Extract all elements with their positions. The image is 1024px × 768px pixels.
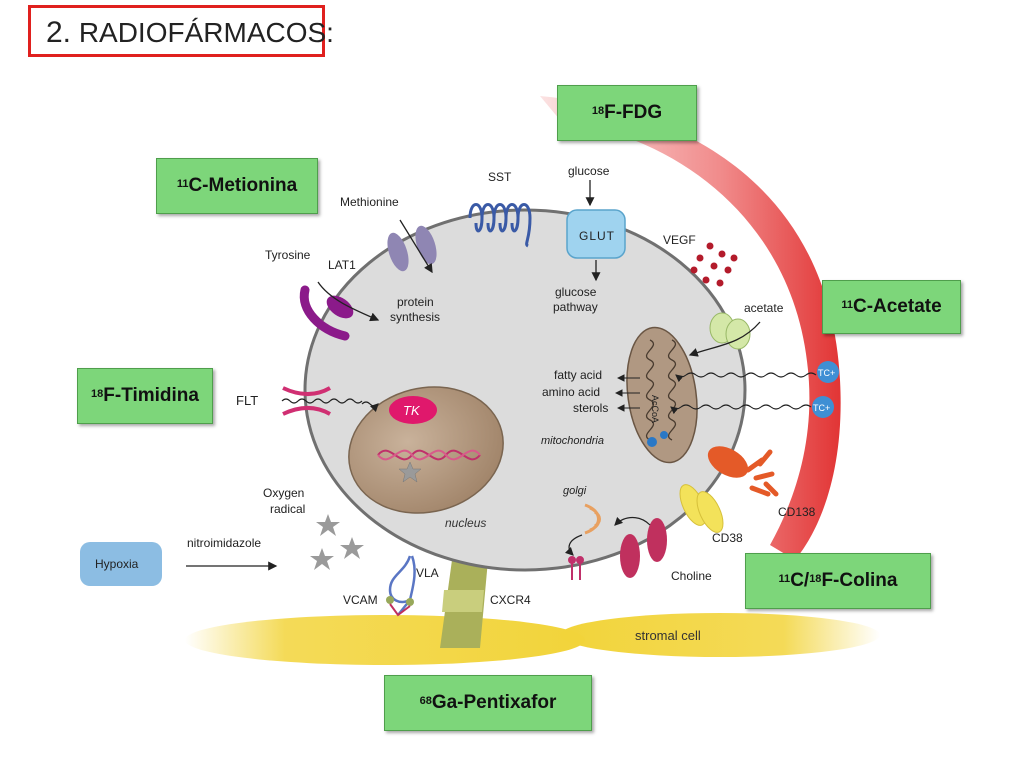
- methionine-transporter-1: [387, 232, 409, 272]
- fatty-acid-label: fatty acid: [554, 368, 602, 382]
- star-icon: [398, 461, 422, 483]
- golgi: [584, 503, 601, 535]
- vegf-dots: [690, 242, 738, 287]
- glucose-pathway-label-2: pathway: [553, 300, 598, 314]
- mitochondria-label: mitochondria: [541, 435, 604, 447]
- title-box: 2. RADIOFÁRMACOS:: [28, 5, 334, 57]
- cxcr4-label: CXCR4: [490, 593, 531, 607]
- colina-isotope-1: 11: [778, 573, 791, 585]
- stromal-cell-left: [185, 615, 585, 665]
- cd38-label: CD38: [712, 531, 743, 545]
- choline-transporter-1: [620, 534, 640, 578]
- membrane-lipids: [568, 556, 584, 580]
- lat1-transporter: [299, 285, 350, 341]
- acetate-isotope: 11: [841, 299, 853, 311]
- oxygen-radical-label-1: Oxygen: [263, 486, 304, 500]
- cd138-receptor: [707, 446, 749, 478]
- golgi-label: golgi: [563, 485, 587, 497]
- colina-name: F-Colina: [821, 570, 898, 591]
- acetate-name: C-Acetate: [852, 296, 942, 317]
- stromal-cell-right: [560, 613, 880, 657]
- choline-label: Choline: [671, 569, 712, 583]
- pentixafor-name: Ga-Pentixafor: [431, 692, 557, 713]
- tc-circle-1: [817, 361, 839, 383]
- nucleus-label: nucleus: [445, 516, 486, 530]
- vla-label: VLA: [416, 566, 439, 580]
- tyrosine-label: Tyrosine: [265, 248, 311, 262]
- flt-arrow: [281, 398, 363, 404]
- star-icon: [316, 514, 340, 536]
- pentixafor-isotope: 68: [419, 695, 432, 707]
- protein-synthesis-label-1: protein: [397, 295, 434, 309]
- tk-enzyme: [389, 396, 437, 424]
- metionina-name: C-Metionina: [188, 175, 298, 196]
- timidina-isotope: 18: [91, 388, 104, 400]
- glut-transporter: [566, 209, 626, 259]
- hypoxia-label: Hypoxia: [95, 557, 139, 571]
- methionine-label: Methionine: [340, 195, 399, 209]
- lat1-label: LAT1: [328, 258, 356, 272]
- star-icon: [310, 548, 334, 570]
- slide-title: 2. RADIOFÁRMACOS:: [46, 16, 334, 50]
- cd138-label: CD138: [778, 505, 816, 519]
- flt-label: FLT: [236, 393, 258, 408]
- nitroimidazole-label: nitroimidazole: [187, 536, 261, 550]
- sterols-label: sterols: [573, 401, 608, 415]
- cd38-receptor: [679, 484, 724, 533]
- title-number: 2.: [46, 16, 72, 49]
- fdg-isotope: 18: [591, 105, 605, 117]
- hypoxia-box: [80, 542, 162, 586]
- choline-transporter-2: [647, 518, 667, 562]
- acoa-label: AcCoA: [650, 395, 660, 423]
- tc2-label: TC+: [813, 403, 830, 413]
- vla-vcam-linker: [388, 555, 412, 616]
- star-icon: [340, 537, 364, 559]
- tc1-label: TC+: [818, 368, 835, 378]
- amino-acid-label: amino acid: [542, 385, 600, 399]
- fdg-name: F-FDG: [604, 102, 663, 123]
- colina-mid: C/: [790, 570, 810, 591]
- vegf-label: VEGF: [663, 233, 696, 247]
- stromal-cell-label: stromal cell: [635, 628, 701, 643]
- glucose-pathway-label-1: glucose: [555, 285, 597, 299]
- protein-synthesis-label-2: synthesis: [390, 310, 440, 324]
- title-text: RADIOFÁRMACOS:: [78, 17, 334, 48]
- tc-circle-2: [812, 396, 834, 418]
- mitochondria: [626, 326, 698, 464]
- sst-label: SST: [488, 170, 512, 184]
- vcam-label: VCAM: [343, 593, 378, 607]
- glut-label: GLUT: [579, 229, 615, 243]
- acetate-label: acetate: [744, 301, 784, 315]
- tk-label: TK: [403, 403, 421, 418]
- sst-receptor: [468, 203, 532, 248]
- timidina-name: F-Timidina: [103, 385, 199, 406]
- blood-vessel: [540, 96, 841, 560]
- oxygen-radical-label-2: radical: [270, 502, 305, 516]
- flt-transporter: [282, 386, 331, 396]
- nucleus: [348, 386, 504, 514]
- glucose-label: glucose: [568, 164, 610, 178]
- colina-isotope-2: 18: [809, 573, 822, 585]
- metionina-isotope: 11: [176, 178, 189, 190]
